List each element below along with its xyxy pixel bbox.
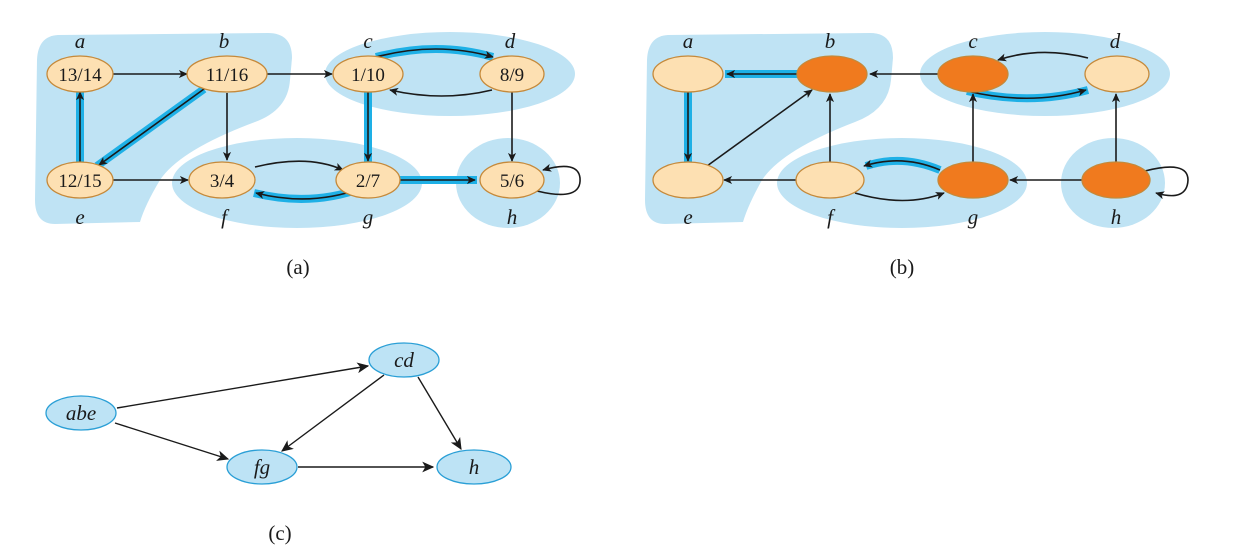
component-label-abe: abe — [66, 401, 96, 425]
node-b-c — [937, 55, 1009, 93]
component-label-cd: cd — [394, 348, 414, 372]
node-b-e — [652, 161, 724, 199]
vertex-label-b-f: f — [827, 205, 836, 229]
node-b-h — [1081, 161, 1151, 199]
node-a-h — [479, 161, 545, 199]
vertex-label-b: b — [219, 29, 230, 53]
vertex-label-b-g: g — [968, 205, 979, 229]
vertex-label-b-h: h — [1111, 205, 1122, 229]
edge-cd-h — [417, 376, 462, 451]
node-b-f — [795, 161, 865, 199]
vertex-label-b-b: b — [825, 29, 836, 53]
time-f: 3/4 — [210, 171, 235, 192]
vertex-label-f: f — [221, 205, 230, 229]
node-b-b — [796, 55, 868, 93]
caption-a: (a) — [286, 255, 309, 279]
component-node-fg — [226, 449, 298, 485]
edge-cd-fg — [281, 374, 385, 452]
node-a-g — [335, 161, 401, 199]
vertex-label-d: d — [505, 29, 516, 53]
time-e: 12/15 — [58, 171, 101, 192]
edges-a — [75, 48, 581, 200]
vertex-label-h: h — [507, 205, 518, 229]
vertex-label-e: e — [75, 205, 84, 229]
node-b-g — [937, 161, 1009, 199]
node-a-a — [46, 55, 114, 93]
component-node-h — [436, 449, 512, 485]
scc-region-fg — [172, 138, 422, 228]
panel-c: abe cd fg h (c) — [45, 342, 512, 545]
edge-abe-cd — [116, 362, 370, 409]
component-label-fg: fg — [254, 455, 270, 479]
time-b: 11/16 — [206, 65, 249, 86]
node-b-a — [652, 55, 724, 93]
time-d: 8/9 — [500, 65, 524, 86]
caption-b: (b) — [890, 255, 915, 279]
component-node-cd — [368, 342, 440, 378]
vertex-label-b-c: c — [968, 29, 978, 53]
vertex-label-a: a — [75, 29, 86, 53]
vertex-label-b-d: d — [1110, 29, 1121, 53]
component-label-h: h — [469, 455, 480, 479]
edge-abe-fg — [114, 422, 230, 461]
component-edges — [114, 362, 462, 473]
scc-region-fg-b — [777, 138, 1027, 228]
time-c: 1/10 — [351, 65, 385, 86]
node-a-d — [479, 55, 545, 93]
edges-b — [683, 51, 1189, 202]
node-a-b — [186, 55, 268, 93]
node-a-c — [332, 55, 404, 93]
node-a-f — [188, 161, 256, 199]
vertex-label-c: c — [363, 29, 373, 53]
panel-b: a b c d e f g h (b) — [645, 29, 1189, 279]
node-b-d — [1084, 55, 1150, 93]
time-g: 2/7 — [356, 171, 380, 192]
vertex-label-b-a: a — [683, 29, 694, 53]
panel-a: 13/14 11/16 1/10 8/9 12/15 3/4 2/7 5/6 a… — [35, 29, 581, 279]
time-a: 13/14 — [58, 65, 102, 86]
vertex-label-b-e: e — [683, 205, 692, 229]
node-a-e — [46, 161, 114, 199]
vertex-label-g: g — [363, 205, 374, 229]
caption-c: (c) — [268, 521, 291, 545]
time-h: 5/6 — [500, 171, 524, 192]
component-node-abe — [45, 395, 117, 431]
